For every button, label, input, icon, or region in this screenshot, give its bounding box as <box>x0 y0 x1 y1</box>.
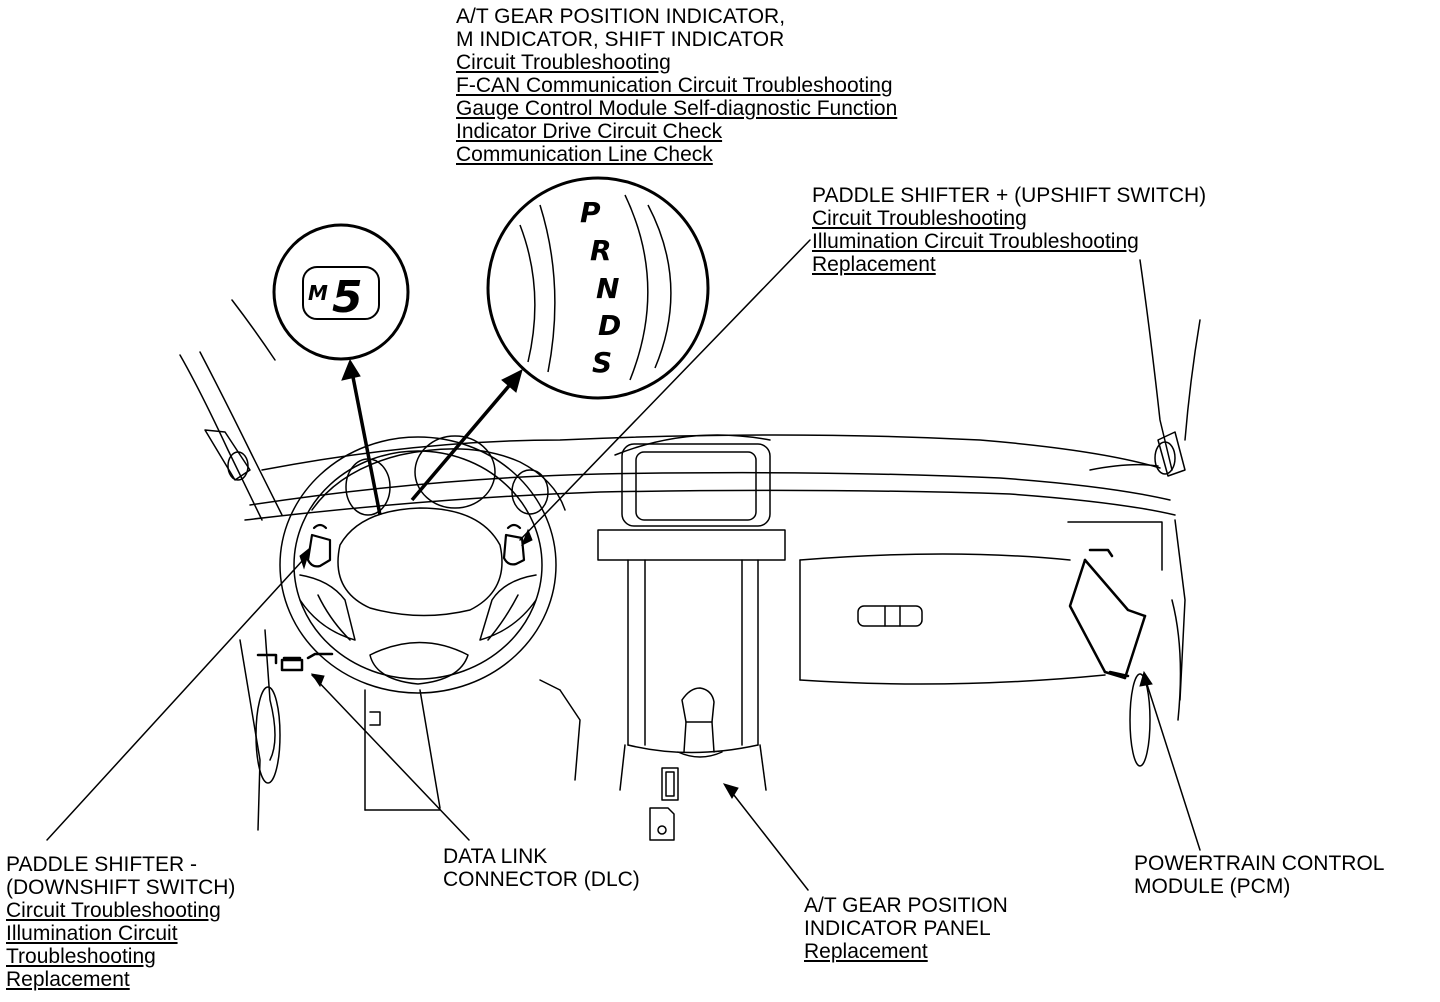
gear-letter-r: R <box>590 234 612 267</box>
callout-paddle-shifter-downshift: PADDLE SHIFTER - (DOWNSHIFT SWITCH) Circ… <box>6 853 235 991</box>
m-indicator-text: M 5 <box>308 272 363 323</box>
callout-title-line: M INDICATOR, SHIFT INDICATOR <box>456 28 785 51</box>
gear-letter-d: D <box>598 309 621 342</box>
callout-data-link-connector: DATA LINK CONNECTOR (DLC) <box>443 845 640 891</box>
link-downshift-circuit-troubleshooting[interactable]: Circuit Troubleshooting <box>6 899 221 922</box>
callout-title-line: INDICATOR PANEL <box>804 917 991 940</box>
paddle-shifter-minus <box>306 523 332 568</box>
glove-box <box>799 519 1186 767</box>
callout-title-line: MODULE (PCM) <box>1134 875 1291 898</box>
callout-title-line: (DOWNSHIFT SWITCH) <box>6 876 236 899</box>
link-gauge-self-diagnostic[interactable]: Gauge Control Module Self-diagnostic Fun… <box>456 97 898 120</box>
callout-title-line: A/T GEAR POSITION INDICATOR, <box>456 5 786 28</box>
link-circuit-troubleshooting[interactable]: Circuit Troubleshooting <box>456 51 671 74</box>
link-indicator-drive-circuit-check[interactable]: Indicator Drive Circuit Check <box>456 120 723 143</box>
right-a-pillar <box>1139 259 1201 477</box>
m-indicator-digit: 5 <box>332 272 363 323</box>
link-downshift-illumination-troubleshooting[interactable]: Troubleshooting <box>6 945 156 968</box>
paddle-shifter-plus <box>502 523 526 566</box>
dlc-connector <box>256 652 334 672</box>
callout-title-line: PADDLE SHIFTER - <box>6 853 197 876</box>
link-upshift-replacement[interactable]: Replacement <box>812 253 936 276</box>
instrument-cluster <box>311 435 566 516</box>
callout-title-line: DATA LINK <box>443 845 548 868</box>
callout-paddle-shifter-upshift: PADDLE SHIFTER + (UPSHIFT SWITCH) Circui… <box>812 184 1206 276</box>
link-downshift-replacement[interactable]: Replacement <box>6 968 130 991</box>
gear-letter-n: N <box>596 272 619 305</box>
callout-title-line: PADDLE SHIFTER + (UPSHIFT SWITCH) <box>812 184 1207 207</box>
link-fcan-communication-troubleshooting[interactable]: F-CAN Communication Circuit Troubleshoot… <box>456 74 893 97</box>
callout-title-line: CONNECTOR (DLC) <box>443 868 640 891</box>
m-indicator-letter: M <box>308 281 328 305</box>
center-console <box>597 443 786 801</box>
link-upshift-illumination-troubleshooting[interactable]: Illumination Circuit Troubleshooting <box>812 230 1139 253</box>
link-upshift-circuit-troubleshooting[interactable]: Circuit Troubleshooting <box>812 207 1027 230</box>
magnify-arrows <box>299 358 1153 799</box>
link-communication-line-check[interactable]: Communication Line Check <box>456 143 713 166</box>
m-indicator-magnified <box>272 223 410 361</box>
gear-shift-lever <box>677 687 723 758</box>
gear-letter-s: S <box>592 346 612 379</box>
left-a-pillar <box>179 299 283 521</box>
link-downshift-illumination-circuit[interactable]: Illumination Circuit <box>6 922 178 945</box>
steering-column <box>239 629 581 831</box>
callout-powertrain-control-module: POWERTRAIN CONTROL MODULE (PCM) <box>1134 852 1384 898</box>
dashboard-top <box>244 434 1176 521</box>
callout-at-gear-position-indicator: A/T GEAR POSITION INDICATOR, M INDICATOR… <box>456 5 897 166</box>
leader-lines <box>46 239 1201 891</box>
console-connector <box>649 807 675 841</box>
callout-title-line: A/T GEAR POSITION <box>804 894 1008 917</box>
callout-title-line: POWERTRAIN CONTROL <box>1134 852 1385 875</box>
pcm-module <box>1068 548 1147 680</box>
callout-at-gear-indicator-panel: A/T GEAR POSITION INDICATOR PANEL Replac… <box>804 894 1008 963</box>
gear-indicator-magnified <box>486 176 710 400</box>
link-panel-replacement[interactable]: Replacement <box>804 940 928 963</box>
steering-wheel <box>279 436 557 694</box>
gear-letter-p: P <box>580 196 601 229</box>
gear-position-letters: P R N D S <box>580 196 621 379</box>
